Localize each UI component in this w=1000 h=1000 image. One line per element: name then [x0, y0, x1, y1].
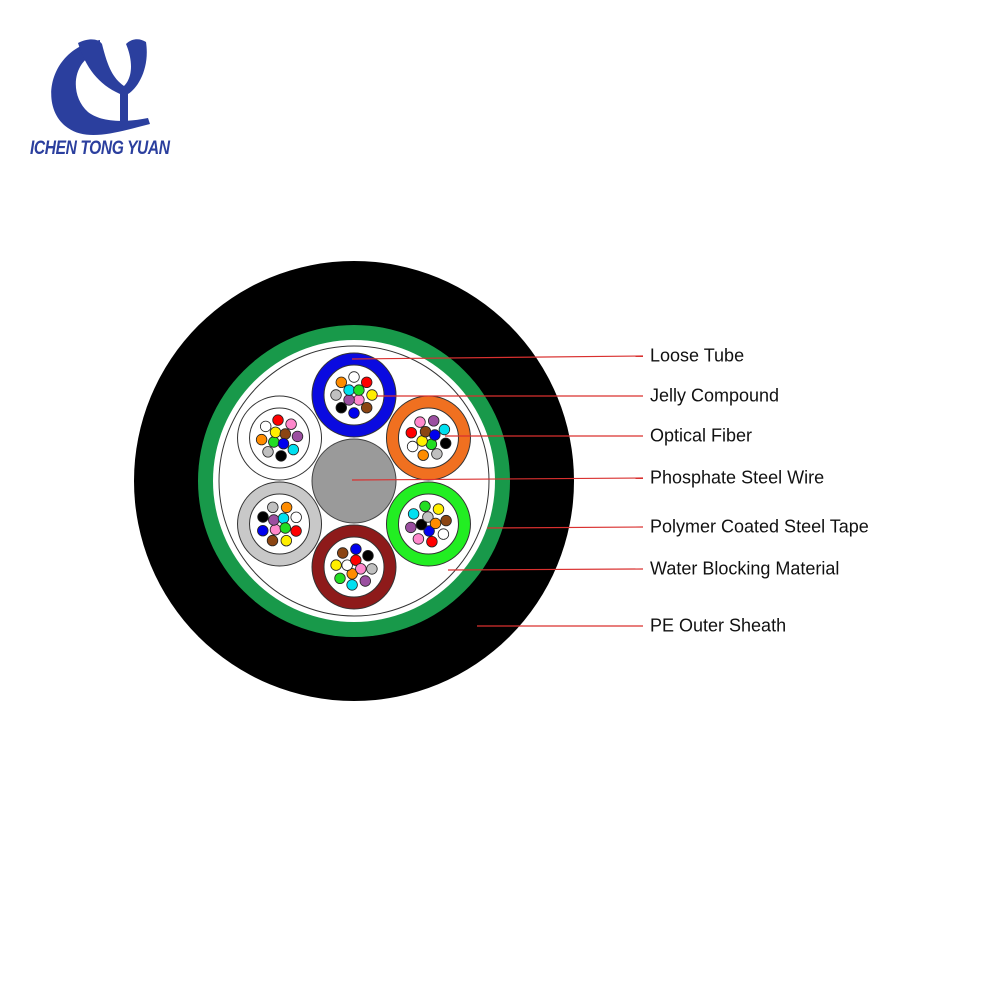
optical-fiber	[412, 533, 425, 545]
label-pe-outer-sheath: PE Outer Sheath	[650, 615, 787, 636]
optical-fiber	[432, 503, 445, 515]
optical-fiber	[350, 543, 362, 555]
leader-line-loose-tube	[351, 355, 644, 360]
optical-fiber	[405, 427, 418, 439]
optical-fiber	[291, 430, 304, 443]
optical-fiber	[290, 511, 302, 524]
optical-fiber	[269, 524, 282, 536]
optical-fiber	[366, 389, 378, 401]
optical-fiber	[366, 563, 378, 575]
jelly-compound	[397, 407, 459, 469]
optical-fiber	[407, 508, 420, 520]
phosphate-steel-wire	[311, 438, 397, 524]
optical-fiber	[330, 389, 342, 401]
optical-fiber	[428, 415, 440, 427]
optical-fiber	[361, 376, 373, 389]
optical-fiber	[277, 512, 290, 525]
optical-fiber	[406, 440, 419, 453]
optical-fiber	[337, 547, 349, 559]
optical-fiber	[262, 446, 274, 458]
optical-fiber	[272, 414, 284, 426]
optical-fiber	[350, 554, 362, 566]
optical-fiber	[437, 528, 450, 540]
optical-fiber	[440, 514, 452, 527]
optical-fiber	[257, 525, 269, 537]
optical-fiber	[423, 525, 435, 537]
optical-fiber	[277, 438, 290, 450]
optical-fiber	[419, 500, 431, 513]
optical-fiber	[422, 511, 434, 523]
optical-fiber	[440, 437, 452, 450]
label-jelly-compound: Jelly Compound	[650, 385, 780, 406]
optical-fiber	[346, 579, 358, 591]
optical-fiber	[280, 535, 293, 547]
optical-fiber	[405, 521, 417, 534]
optical-fiber	[267, 501, 279, 514]
optical-fiber	[438, 423, 451, 436]
optical-fiber	[275, 450, 287, 462]
optical-fiber	[426, 536, 438, 548]
optical-fiber	[348, 371, 360, 383]
optical-fiber	[341, 559, 353, 571]
optical-fiber	[268, 514, 280, 526]
label-loose-tube: Loose Tube	[650, 345, 745, 366]
optical-fiber	[266, 534, 279, 547]
label-polymer-coated-steel-tape: Polymer Coated Steel Tape	[650, 516, 869, 537]
optical-fiber	[417, 449, 429, 461]
optical-fiber	[415, 518, 428, 531]
optical-fiber	[290, 525, 302, 537]
optical-fiber	[279, 522, 292, 534]
optical-fiber	[353, 384, 365, 396]
optical-fiber	[359, 575, 372, 587]
label-phosphate-steel-wire: Phosphate Steel Wire	[650, 467, 825, 488]
optical-fiber	[355, 563, 367, 575]
label-water-blocking-material: Water Blocking Material	[650, 558, 840, 579]
optical-fiber	[335, 376, 348, 389]
jelly-compound	[249, 493, 311, 555]
optical-fiber	[285, 418, 297, 430]
optical-fiber	[362, 550, 374, 562]
optical-fiber	[414, 416, 426, 428]
optical-fiber	[343, 394, 355, 406]
label-optical-fiber: Optical Fiber	[650, 425, 753, 446]
optical-fiber	[343, 384, 355, 396]
optical-fiber	[330, 559, 342, 571]
optical-fiber	[429, 517, 442, 530]
optical-fiber	[353, 394, 365, 406]
optical-fiber	[280, 501, 293, 514]
optical-fiber	[346, 568, 358, 580]
optical-fiber	[260, 420, 272, 433]
optical-fiber	[334, 572, 346, 585]
company-logo	[51, 39, 150, 136]
leader-line-phosphate-steel-wire	[351, 477, 644, 481]
optical-fiber	[287, 443, 300, 456]
company-name: ICHEN TONG YUAN	[30, 138, 170, 159]
optical-fiber	[279, 428, 292, 440]
leader-line-polymer-coated-steel-tape	[486, 526, 644, 529]
optical-fiber	[431, 448, 443, 460]
optical-fiber	[348, 407, 360, 419]
optical-fiber	[429, 429, 441, 441]
optical-fiber	[268, 436, 280, 448]
optical-fiber	[255, 433, 268, 446]
optical-fiber	[361, 402, 373, 414]
inner-binder	[218, 345, 490, 617]
optical-fiber	[269, 426, 282, 439]
leader-line-water-blocking-material	[447, 568, 644, 571]
optical-fiber	[257, 511, 269, 523]
optical-fiber	[335, 402, 348, 414]
